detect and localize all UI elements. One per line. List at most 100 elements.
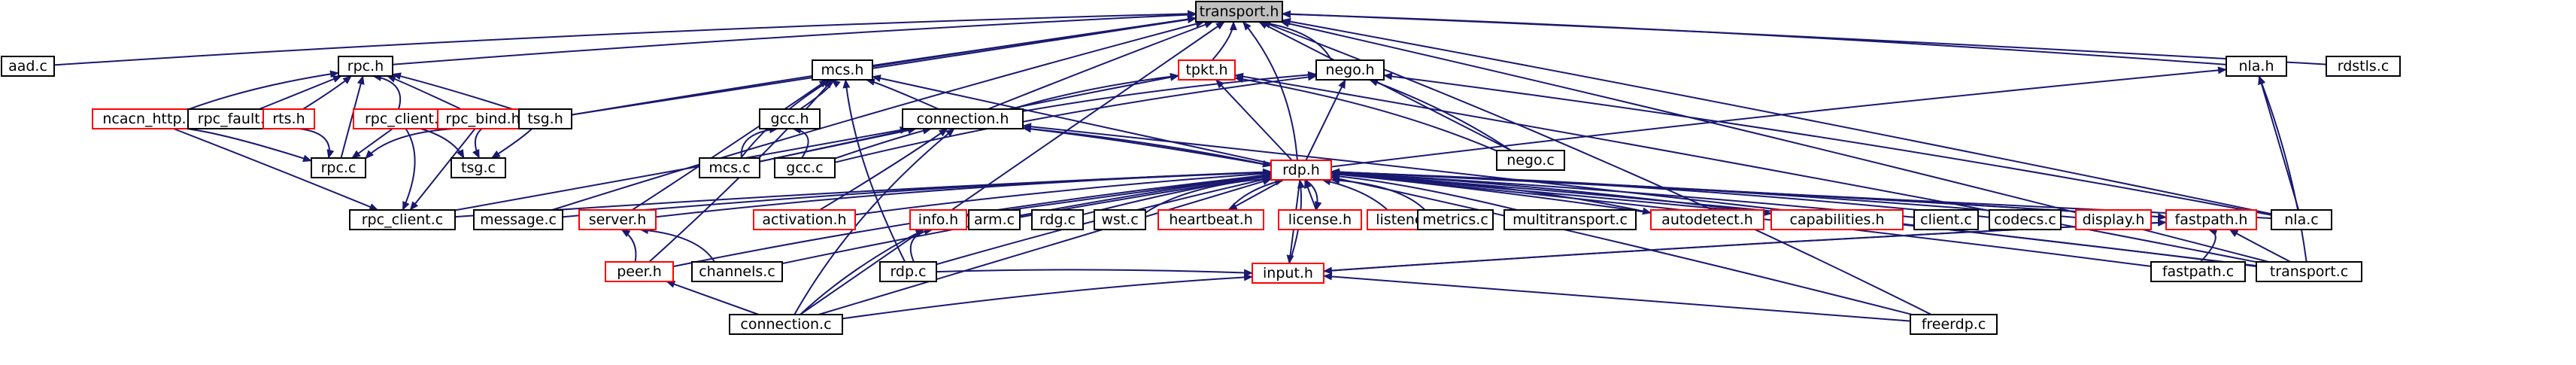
node-rpc-client-c[interactable]: rpc_client.c	[349, 209, 456, 230]
node-box	[262, 108, 315, 129]
node-rpc-bind-h[interactable]: rpc_bind.h	[437, 108, 529, 129]
edge-rpc_bind_h-to-tsg_c	[472, 128, 483, 159]
edge-aad_c-to-transport_h	[53, 10, 1197, 66]
edge-transport_c-to-tpkt_h	[1234, 72, 2257, 263]
node-box	[451, 157, 506, 178]
edge-rdp_c-to-mcs_h	[842, 79, 906, 263]
node-fastpath-h[interactable]: fastpath.h	[2165, 209, 2257, 230]
edge-rpc_client_c-to-connection_h	[454, 126, 909, 211]
edge-rdp_h-to-nla_h	[1330, 66, 2227, 168]
node-display-h[interactable]: display.h	[2075, 209, 2152, 230]
node-label: gcc.c	[786, 160, 823, 176]
edge-rdp_c-to-input_h	[936, 269, 1253, 277]
edge-connection_c-to-info_h	[800, 229, 925, 315]
node-connection-c[interactable]: connection.c	[729, 314, 843, 335]
node-rdp-h[interactable]: rdp.h	[1270, 160, 1332, 181]
node-info-h[interactable]: info.h	[909, 209, 967, 230]
node-heartbeat-h[interactable]: heartbeat.h	[1158, 209, 1264, 230]
node-tsg-h[interactable]: tsg.h	[518, 108, 572, 129]
node-message-c[interactable]: message.c	[473, 209, 563, 230]
edge-listener_h-to-rdp_h	[1321, 178, 1388, 211]
node-rdstls-c[interactable]: rdstls.c	[2326, 56, 2401, 77]
node-rts-h[interactable]: rts.h	[262, 108, 315, 129]
node-activation-h[interactable]: activation.h	[753, 209, 856, 230]
node-label: fastpath.c	[2162, 263, 2234, 280]
node-label: rdstls.c	[2338, 58, 2389, 75]
node-label: mcs.c	[708, 160, 750, 176]
node-box	[518, 108, 572, 129]
node-label: nego.h	[1325, 62, 1374, 78]
node-aad-c[interactable]: aad.c	[1, 56, 55, 77]
edge-rdp_h-to-transport_h	[1242, 21, 1298, 161]
node-label: client.c	[1920, 211, 1972, 228]
node-label: channels.c	[699, 263, 775, 280]
node-rdg-c[interactable]: rdg.c	[1031, 209, 1084, 230]
edge-rdp_h-to-license_h	[1304, 179, 1322, 211]
edge-arm_c-to-rdp_h	[1019, 172, 1272, 217]
node-rdp-c[interactable]: rdp.c	[879, 261, 937, 282]
node-box	[1913, 209, 1979, 230]
node-box	[2271, 209, 2332, 230]
node-box	[968, 209, 1021, 230]
node-gcc-h[interactable]: gcc.h	[759, 108, 821, 129]
node-box	[902, 108, 1024, 129]
node-rpc-h[interactable]: rpc.h	[338, 56, 393, 77]
node-tpkt-h[interactable]: tpkt.h	[1178, 59, 1236, 81]
node-codecs-c[interactable]: codecs.c	[1989, 209, 2062, 230]
node-label: arm.c	[974, 211, 1015, 228]
edge-ncacn_http_h-to-rpc_c	[187, 128, 312, 163]
node-fastpath-c[interactable]: fastpath.c	[2150, 261, 2246, 282]
edge-rpc_bind_h-to-rpc_c	[365, 128, 454, 160]
edge-gcc_c-to-gcc_h	[792, 126, 809, 159]
node-rpc-c[interactable]: rpc.c	[311, 157, 366, 178]
node-channels-c[interactable]: channels.c	[691, 261, 783, 282]
edge-rdp_h-to-tpkt_h	[1215, 79, 1293, 161]
node-wst-c[interactable]: wst.c	[1094, 209, 1146, 230]
edge-tsg_h-to-rpc_h	[392, 72, 520, 112]
node-metrics-c[interactable]: metrics.c	[1417, 209, 1494, 230]
node-transport-c[interactable]: transport.c	[2256, 261, 2362, 282]
node-label: rdp.c	[890, 263, 926, 280]
node-nego-h[interactable]: nego.h	[1315, 59, 1385, 81]
edge-rdp_h-to-nego_h	[1305, 79, 1346, 161]
node-gcc-c[interactable]: gcc.c	[774, 157, 836, 178]
node-tsg-c[interactable]: tsg.c	[451, 157, 506, 178]
node-box	[753, 209, 856, 230]
node-label: nla.c	[2284, 211, 2318, 228]
node-box	[691, 261, 783, 282]
node-mcs-c[interactable]: mcs.c	[699, 157, 760, 178]
node-nla-c[interactable]: nla.c	[2271, 209, 2332, 230]
node-box	[1195, 1, 1283, 23]
node-arm-c[interactable]: arm.c	[968, 209, 1021, 230]
node-box	[2075, 209, 2152, 230]
node-autodetect-h[interactable]: autodetect.h	[1650, 209, 1764, 230]
node-label: info.h	[918, 211, 958, 228]
edge-rpc_client_h-to-rpc_h	[372, 74, 402, 110]
edge-freerdp_c-to-rdp_h	[1330, 175, 1913, 315]
edge-nego_c-to-tpkt_h	[1234, 75, 1497, 152]
node-label: codecs.c	[1994, 211, 2056, 228]
node-nla-h[interactable]: nla.h	[2226, 56, 2287, 77]
node-server-h[interactable]: server.h	[578, 209, 657, 230]
node-box	[605, 261, 674, 282]
node-license-h[interactable]: license.h	[1278, 209, 1362, 230]
node-label: aad.c	[8, 58, 47, 75]
node-nego-c[interactable]: nego.c	[1496, 150, 1565, 171]
edge-capabilities_h-to-rdp_h	[1330, 169, 1772, 214]
edge-transport_c-to-nla_h	[2258, 75, 2307, 263]
node-input-h[interactable]: input.h	[1252, 263, 1324, 284]
node-connection-h[interactable]: connection.h	[902, 108, 1024, 129]
node-mcs-h[interactable]: mcs.h	[812, 59, 873, 81]
node-multitransport-c[interactable]: multitransport.c	[1503, 209, 1637, 230]
node-box	[1, 56, 55, 77]
node-capabilities-h[interactable]: capabilities.h	[1770, 209, 1904, 230]
edge-nego_c-to-nego_h	[1369, 79, 1512, 151]
node-peer-h[interactable]: peer.h	[605, 261, 674, 282]
node-client-c[interactable]: client.c	[1913, 209, 1979, 230]
edge-rpc_bind_h-to-rpc_client_c	[409, 128, 476, 211]
node-box	[812, 59, 873, 81]
node-transport-h[interactable]: transport.h	[1195, 1, 1283, 23]
node-box	[2326, 56, 2401, 77]
node-freerdp-c[interactable]: freerdp.c	[1910, 314, 1998, 335]
node-label: license.h	[1288, 211, 1352, 228]
